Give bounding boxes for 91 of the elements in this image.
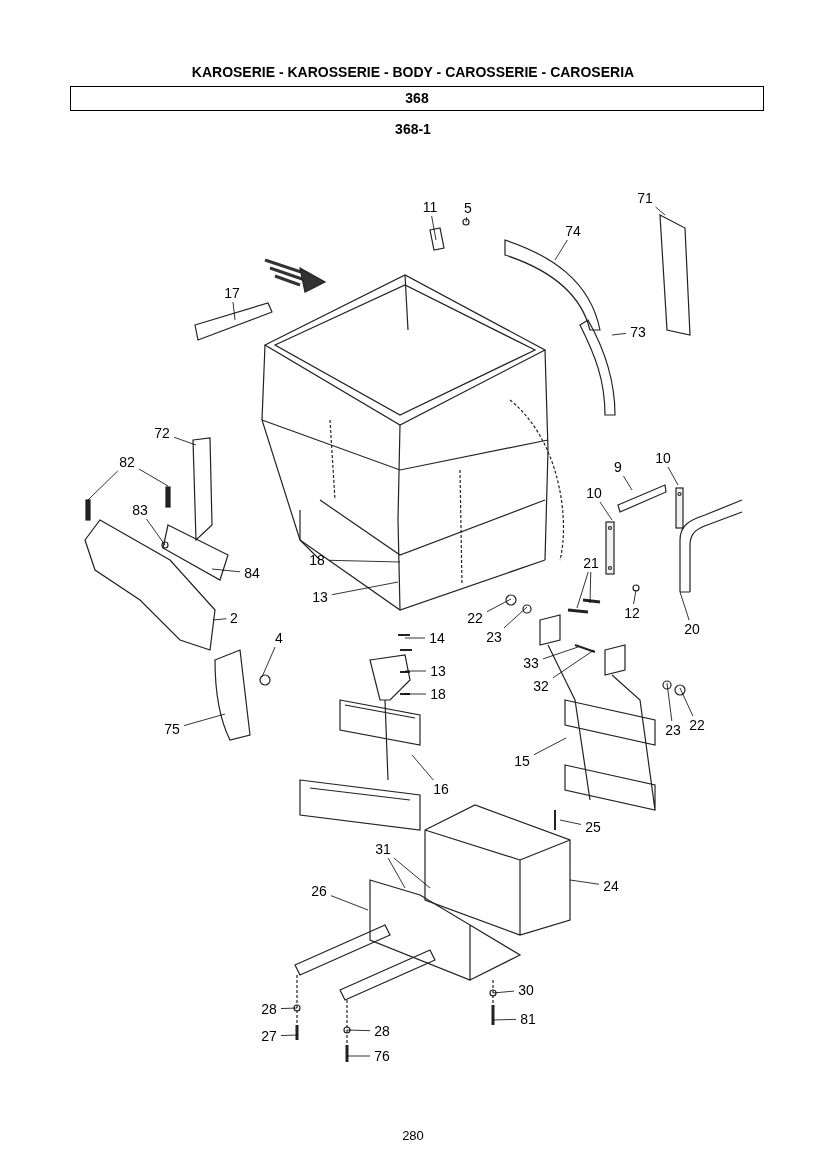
callout-number: 13 (430, 663, 446, 679)
callout-number: 30 (518, 982, 534, 998)
leader-line (346, 1055, 371, 1057)
leader-line (404, 637, 426, 639)
callout-number: 26 (311, 883, 327, 899)
callout-number: 20 (684, 621, 700, 637)
callout-number: 23 (665, 722, 681, 738)
callout-number: 21 (583, 555, 599, 571)
leader-line (232, 301, 236, 321)
callout-number: 28 (374, 1023, 390, 1039)
leader-line (261, 646, 276, 678)
leader-line (411, 754, 434, 781)
callout-number: 74 (565, 223, 581, 239)
leader-line (559, 819, 582, 825)
figure-number: 368-1 (394, 120, 432, 139)
callout-number: 10 (655, 450, 671, 466)
leader-line (431, 215, 437, 241)
leader-line (542, 646, 579, 660)
leader-line (330, 895, 369, 911)
leader-line (666, 682, 673, 722)
leader-line (387, 857, 406, 889)
leader-line (569, 879, 600, 885)
leader-line (576, 571, 589, 609)
leader-line (552, 649, 595, 679)
leader-line (533, 737, 567, 756)
leader-line (404, 670, 427, 672)
callout-number: 31 (375, 841, 391, 857)
leader-line (331, 581, 399, 596)
callout-number: 71 (637, 190, 653, 206)
leader-line (655, 206, 666, 216)
leader-line (212, 618, 227, 621)
callout-number: 75 (164, 721, 180, 737)
callout-number: 5 (464, 200, 472, 216)
callout-number: 32 (533, 678, 549, 694)
callout-number: 2 (230, 610, 238, 626)
leader-line (599, 501, 613, 521)
callout-number: 27 (261, 1028, 277, 1044)
leader-line (611, 333, 627, 336)
leader-line (280, 1034, 298, 1036)
callout-number: 73 (630, 324, 646, 340)
leader-line (87, 470, 119, 501)
callout-number: 25 (585, 819, 601, 835)
leader-line (503, 606, 528, 629)
callout-number: 4 (275, 630, 283, 646)
leader-line (623, 475, 633, 491)
callout-number: 84 (244, 565, 260, 581)
leader-line (138, 468, 169, 487)
callout-number: 14 (429, 630, 445, 646)
section-number-box: 368 (70, 86, 764, 111)
callout-number: 33 (523, 655, 539, 671)
callout-number: 22 (467, 610, 483, 626)
callout-number: 16 (433, 781, 449, 797)
callout-number: 11 (422, 199, 438, 215)
callout-number: 10 (586, 485, 602, 501)
callout-number: 23 (486, 629, 502, 645)
leader-line (183, 713, 226, 726)
leader-line (667, 466, 679, 486)
leader-line (404, 693, 427, 695)
callout-number: 83 (132, 502, 148, 518)
callout-number: 81 (520, 1011, 536, 1027)
leader-line (486, 598, 512, 613)
leader-line (346, 1029, 371, 1032)
callout-number: 72 (154, 425, 170, 441)
leader-line (393, 857, 431, 889)
callout-number: 12 (624, 605, 640, 621)
leader-line (492, 1018, 517, 1021)
leader-line (328, 559, 401, 563)
callout-number: 82 (119, 454, 135, 470)
callout-number: 76 (374, 1048, 390, 1064)
leader-line (465, 216, 468, 223)
leader-line (146, 518, 166, 546)
leader-line (679, 687, 694, 717)
leader-line (679, 591, 690, 621)
page-number: 280 (401, 1127, 425, 1145)
callout-number: 9 (614, 459, 622, 475)
leader-line (173, 436, 197, 446)
leader-line (211, 568, 241, 573)
leader-line (554, 239, 568, 261)
callout-number: 22 (689, 717, 705, 733)
leader-line (633, 589, 637, 605)
page-title: KAROSERIE - KAROSSERIE - BODY - CAROSSERIE - CAROSERIA (190, 63, 636, 82)
callout-number: 24 (603, 878, 619, 894)
callout-number: 15 (514, 753, 530, 769)
leader-line (492, 990, 515, 994)
leader-line (589, 571, 592, 604)
callout-number: 28 (261, 1001, 277, 1017)
leader-line (280, 1007, 298, 1009)
callout-number: 18 (430, 686, 446, 702)
callout-number: 17 (224, 285, 240, 301)
callout-number: 18 (309, 552, 325, 568)
callout-number: 13 (312, 589, 328, 605)
